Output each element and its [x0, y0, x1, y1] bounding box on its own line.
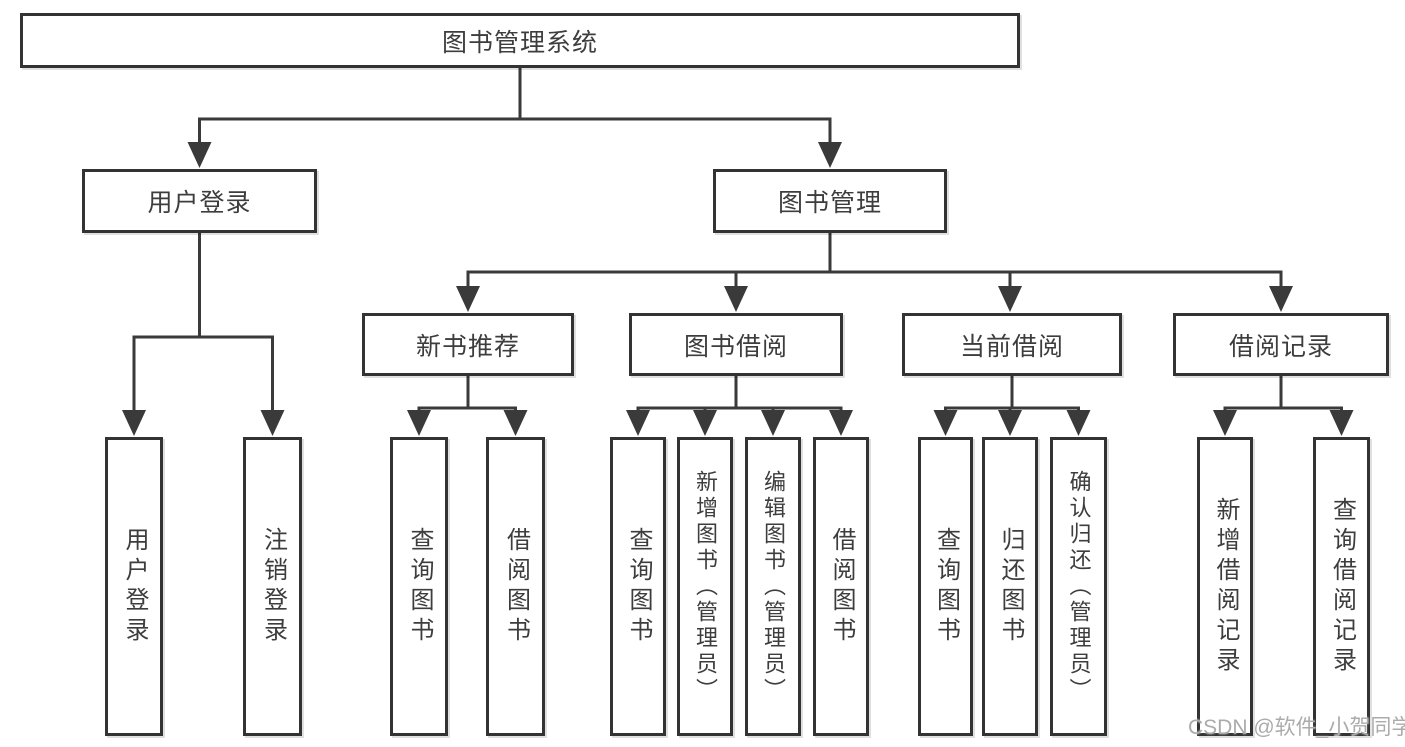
leaf-borrow-book: 借阅图书	[813, 437, 869, 736]
leaf-current-confirm-return: 确认归还（管理员）	[1050, 437, 1107, 736]
leaf-logout-label: 注销登录	[259, 526, 287, 647]
leaf-record-query-label: 查询借阅记录	[1328, 496, 1356, 677]
leaf-record-add-label: 新增借阅记录	[1212, 496, 1239, 677]
leaf-record-query: 查询借阅记录	[1313, 437, 1370, 736]
leaf-logout: 注销登录	[243, 437, 302, 736]
node-book-management-label: 图书管理	[777, 189, 882, 217]
leaf-borrow-add-book: 新增图书（管理员）	[677, 437, 733, 736]
leaf-newbook-borrow: 借阅图书	[486, 437, 545, 736]
node-book-borrow-label: 图书借阅	[683, 332, 788, 361]
leaf-user-login: 用户登录	[105, 437, 163, 736]
leaf-current-query: 查询图书	[918, 437, 973, 736]
leaf-user-login-label: 用户登录	[121, 526, 148, 647]
leaf-newbook-borrow-label: 借阅图书	[502, 526, 530, 647]
node-new-book-recommend: 新书推荐	[362, 313, 574, 376]
node-borrow-record: 借阅记录	[1173, 313, 1389, 376]
leaf-borrow-add-book-label: 新增图书（管理员）	[693, 469, 718, 704]
node-new-book-recommend-label: 新书推荐	[415, 332, 520, 361]
leaf-newbook-query-label: 查询图书	[406, 526, 433, 647]
leaf-borrow-edit-book: 编辑图书（管理员）	[745, 437, 801, 736]
leaf-current-query-label: 查询图书	[932, 526, 960, 647]
leaf-newbook-query: 查询图书	[390, 437, 448, 736]
node-current-borrow-label: 当前借阅	[959, 332, 1064, 361]
leaf-borrow-query: 查询图书	[610, 437, 666, 736]
node-book-borrow: 图书借阅	[629, 313, 843, 376]
node-current-borrow: 当前借阅	[902, 313, 1122, 376]
leaf-record-add: 新增借阅记录	[1197, 437, 1253, 736]
leaf-borrow-query-label: 查询图书	[625, 526, 652, 647]
node-user-login-label: 用户登录	[147, 189, 252, 217]
leaf-borrow-edit-book-label: 编辑图书（管理员）	[761, 469, 786, 704]
node-user-login: 用户登录	[82, 169, 317, 233]
node-borrow-record-label: 借阅记录	[1228, 332, 1333, 361]
leaf-current-return: 归还图书	[982, 437, 1038, 736]
leaf-borrow-book-label: 借阅图书	[828, 526, 855, 647]
csdn-watermark: CSDN @软件_小贺同学	[1188, 716, 1405, 739]
node-root: 图书管理系统	[20, 13, 1020, 68]
node-root-label: 图书管理系统	[441, 28, 598, 57]
leaf-current-confirm-return-label: 确认归还（管理员）	[1066, 469, 1092, 704]
node-book-management: 图书管理	[713, 169, 947, 233]
leaf-current-return-label: 归还图书	[997, 526, 1024, 647]
